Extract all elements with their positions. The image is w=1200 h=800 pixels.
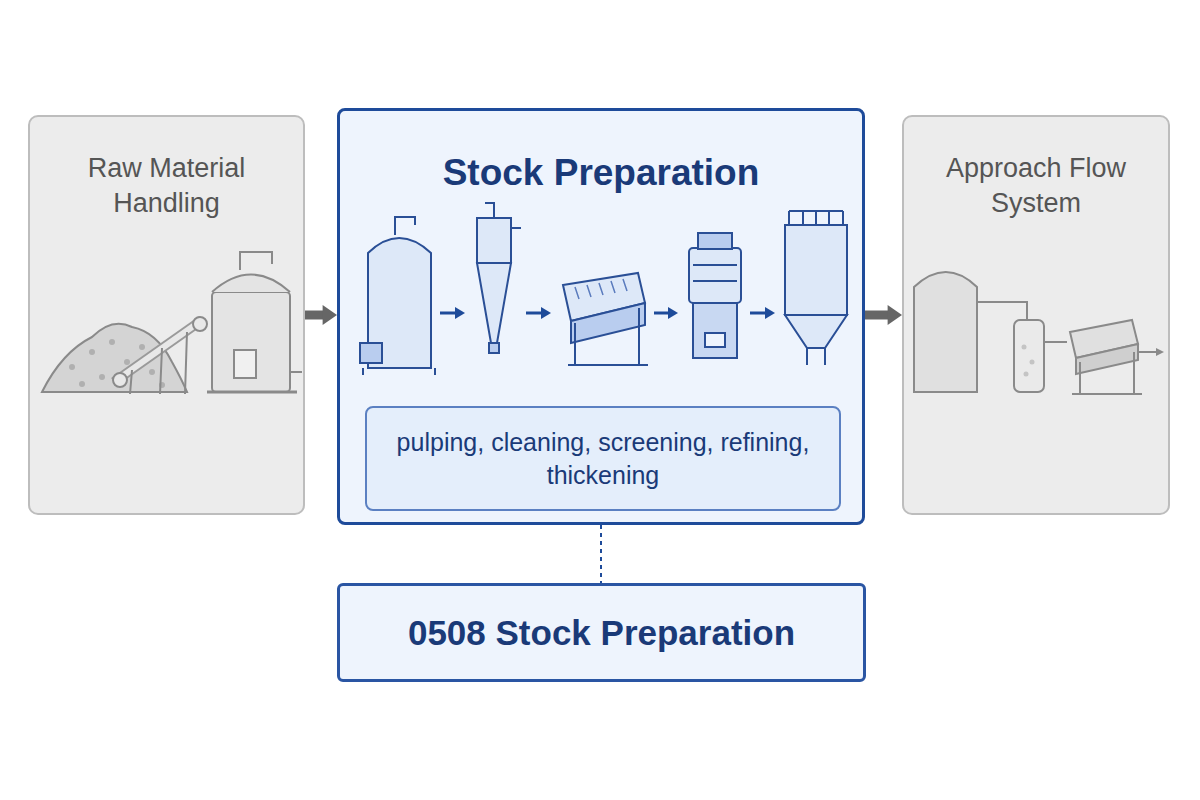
node-title: pulping, cleaning, screening, refining, … — [383, 426, 823, 491]
flow-arrow — [865, 305, 902, 325]
stage-panel: Raw Material Handling — [28, 115, 305, 515]
node-title: 0508 Stock Preparation — [408, 610, 795, 656]
step-list-box: pulping, cleaning, screening, refining, … — [365, 406, 841, 511]
node-title: Stock Preparation — [356, 149, 846, 197]
flow-arrow — [305, 305, 337, 325]
code-label-box: 0508 Stock Preparation — [337, 583, 866, 682]
node-title: Raw Material Handling — [46, 151, 287, 221]
node-title: Approach Flow System — [920, 151, 1152, 221]
stage-panel: Approach Flow System — [902, 115, 1170, 515]
flow-arrow — [601, 525, 602, 583]
stage-panel: Stock Preparation pulping, cleaning, scre… — [337, 108, 865, 525]
